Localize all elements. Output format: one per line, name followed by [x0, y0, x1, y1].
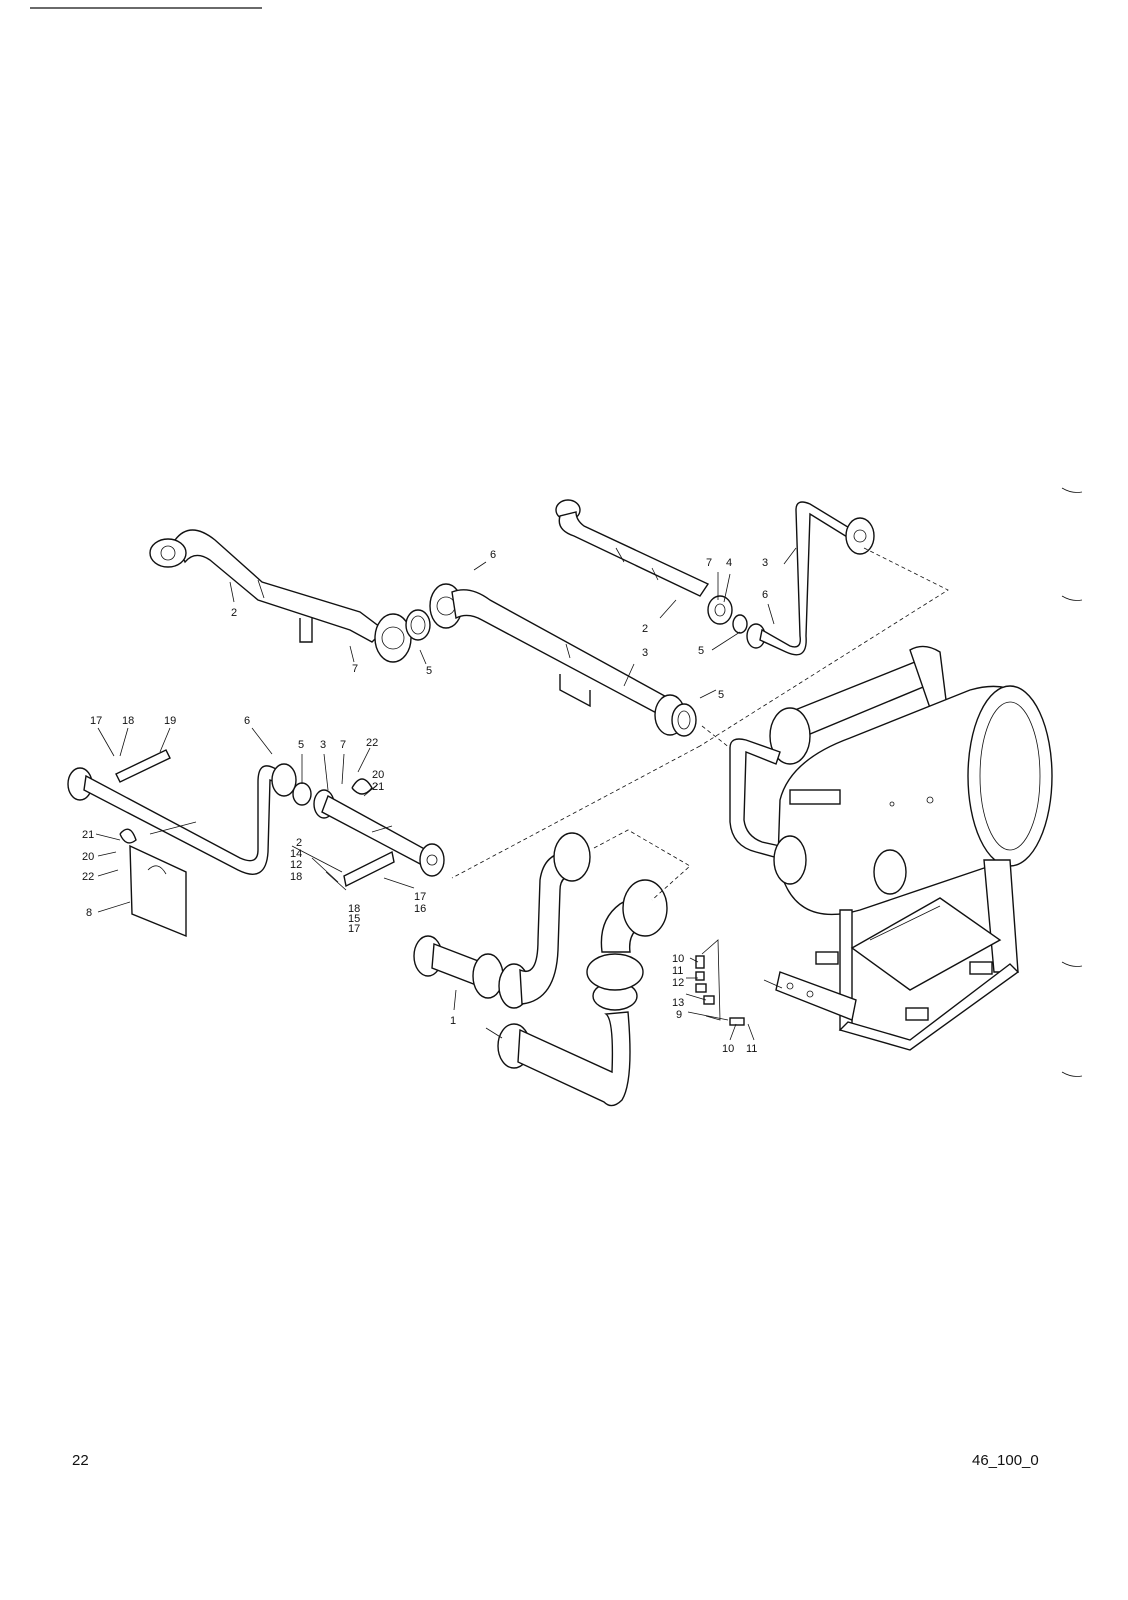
callout-8: 8 — [86, 907, 92, 919]
callout-17: 17 — [90, 715, 102, 727]
callout-12: 12 — [672, 977, 684, 989]
callout-17: 17 — [348, 923, 360, 935]
page-number: 22 — [72, 1452, 89, 1469]
callout-4: 4 — [726, 557, 732, 569]
callout-17: 17 — [414, 891, 426, 903]
callout-6: 6 — [244, 715, 250, 727]
drawing-code: 46_100_0 — [972, 1452, 1039, 1469]
callout-22: 22 — [366, 737, 378, 749]
fitting-assembly — [695, 939, 745, 1026]
callout-10: 10 — [672, 953, 684, 965]
callout-2: 2 — [231, 607, 237, 619]
callout-2: 2 — [642, 623, 648, 635]
tank-assembly — [729, 645, 1053, 1051]
callout-7: 7 — [352, 663, 358, 675]
pipe-lower-center — [413, 832, 668, 1107]
callout-7: 7 — [340, 739, 346, 751]
callout-18: 18 — [290, 871, 302, 883]
callout-21: 21 — [82, 829, 94, 841]
callout-18: 18 — [348, 903, 360, 915]
callout-5: 5 — [698, 645, 704, 657]
margin-marks — [1061, 487, 1083, 1077]
alignment-lines — [451, 547, 949, 901]
pipe-upper-middle — [429, 583, 697, 737]
callout-19: 19 — [164, 715, 176, 727]
callout-2: 2 — [296, 837, 302, 849]
pipe-middle — [292, 778, 445, 888]
callout-20: 20 — [372, 769, 384, 781]
callout-3: 3 — [320, 739, 326, 751]
callout-12: 12 — [290, 859, 302, 871]
pipe-left-middle — [67, 749, 297, 938]
callout-11: 11 — [746, 1043, 757, 1055]
callout-16: 16 — [414, 903, 426, 915]
callout-6: 6 — [762, 589, 768, 601]
callout-1: 1 — [450, 1015, 456, 1027]
callout-3: 3 — [642, 647, 648, 659]
leader-lines — [95, 547, 797, 1041]
callout-15: 15 — [348, 913, 360, 925]
callout-5: 5 — [718, 689, 724, 701]
callout-18: 18 — [122, 715, 134, 727]
callout-13: 13 — [672, 997, 684, 1009]
callout-21: 21 — [372, 781, 384, 793]
pipe-upper-left — [149, 529, 431, 663]
callout-11: 11 — [672, 965, 683, 977]
callout-20: 20 — [82, 851, 94, 863]
callout-14: 14 — [290, 848, 302, 860]
callout-9: 9 — [676, 1009, 682, 1021]
callout-6: 6 — [490, 549, 496, 561]
callout-5: 5 — [426, 665, 432, 677]
pipe-upper-right — [555, 499, 875, 656]
callout-labels: 2 5 7 6 3 5 7 4 3 2 6 5 17 18 19 21 20 2… — [82, 549, 768, 1055]
callout-10: 10 — [722, 1043, 734, 1055]
callout-3: 3 — [762, 557, 768, 569]
callout-22: 22 — [82, 871, 94, 883]
callout-7: 7 — [706, 557, 712, 569]
callout-5: 5 — [298, 739, 304, 751]
